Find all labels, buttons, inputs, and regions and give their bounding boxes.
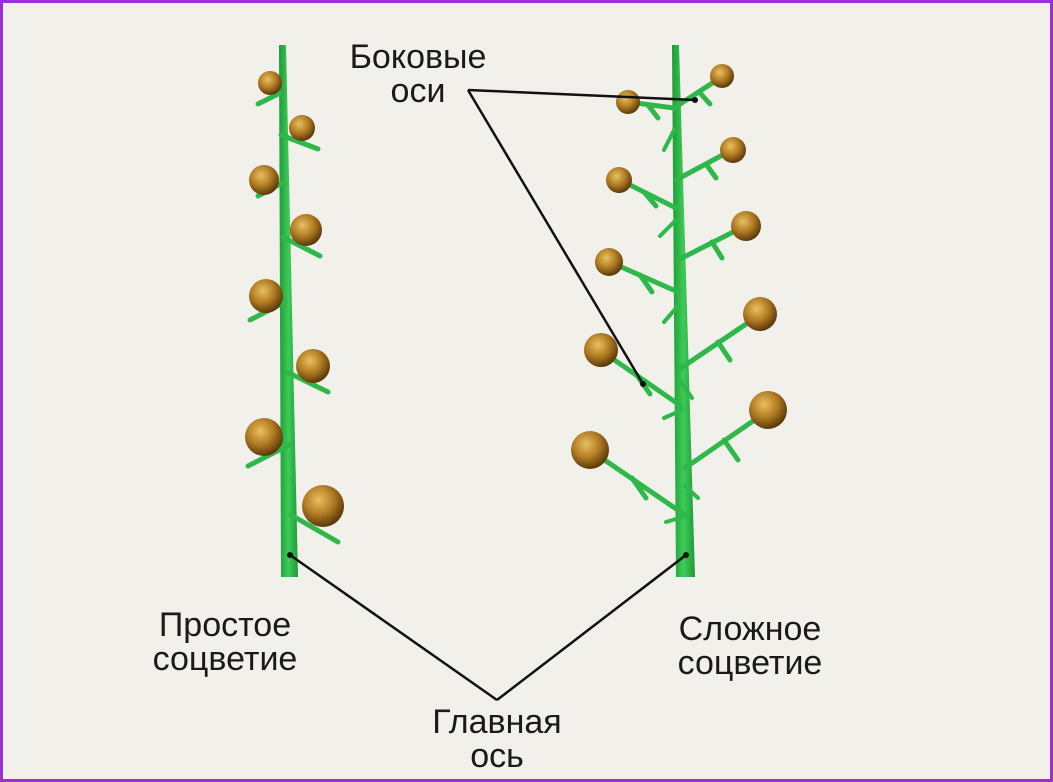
flower-bud <box>245 418 283 456</box>
simple-label-line1: Простое <box>120 608 330 642</box>
flower-bud <box>302 485 344 527</box>
flower-bud <box>595 248 623 276</box>
simple-inflorescence-label: Простое соцветие <box>120 608 330 676</box>
lateral-axes-label-line2: оси <box>318 74 518 108</box>
pointer-dots <box>287 97 698 558</box>
flower-bud <box>584 333 618 367</box>
flower-bud <box>296 349 330 383</box>
simple-inflorescence <box>245 45 344 577</box>
flower-bud <box>258 71 282 95</box>
pointer-lines <box>290 90 695 700</box>
main-axis-label-line2: ось <box>397 739 597 773</box>
compound-inflorescence <box>571 45 787 577</box>
flower-bud <box>289 115 315 141</box>
flower-bud <box>749 391 787 429</box>
flower-bud <box>710 64 734 88</box>
compound-label-line2: соцветие <box>645 646 855 680</box>
flower-bud <box>249 279 283 313</box>
flower-bud <box>571 431 609 469</box>
main-axis-label: Главная ось <box>397 705 597 773</box>
flower-bud <box>731 211 761 241</box>
compound-inflorescence-label: Сложное соцветие <box>645 612 855 680</box>
flower-bud <box>606 167 632 193</box>
lateral-axes-label: Боковые оси <box>318 40 518 108</box>
simple-label-line2: соцветие <box>120 642 330 676</box>
flower-bud <box>720 137 746 163</box>
flower-bud <box>290 214 322 246</box>
flower-bud <box>743 297 777 331</box>
pointer-lateral-axis-lower <box>468 90 643 384</box>
flower-bud <box>616 90 640 114</box>
flower-bud <box>249 165 279 195</box>
compound-label-line1: Сложное <box>645 612 855 646</box>
lateral-axes-label-line1: Боковые <box>318 40 518 74</box>
main-axis-label-line1: Главная <box>397 705 597 739</box>
